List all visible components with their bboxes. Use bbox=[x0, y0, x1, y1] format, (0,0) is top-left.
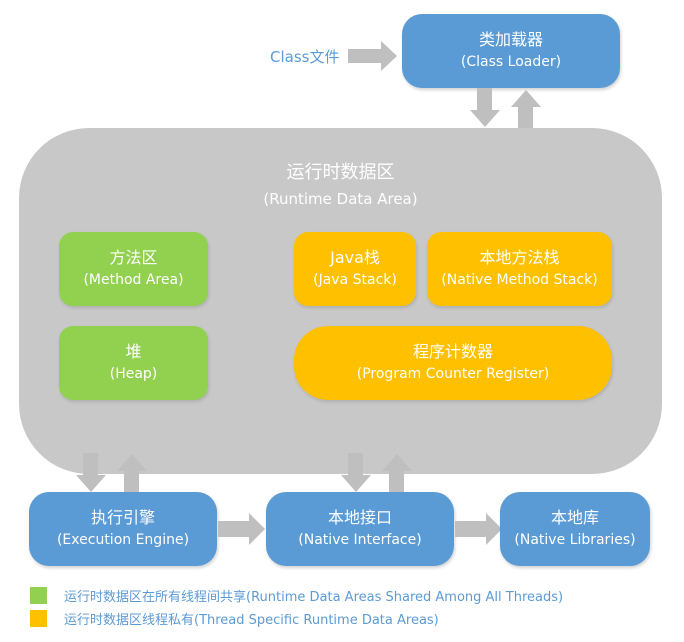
arrow-right-icon bbox=[348, 41, 397, 71]
heap-box: 堆 (Heap) bbox=[59, 326, 208, 400]
class-loader-zh: 类加载器 bbox=[478, 30, 543, 49]
class-loader-box: 类加载器 (Class Loader) bbox=[402, 14, 620, 88]
arrow-down-icon bbox=[76, 453, 106, 492]
native-method-stack-zh: 本地方法栈 bbox=[479, 248, 560, 267]
method-area-en: (Method Area) bbox=[83, 272, 184, 288]
native-method-stack-box: 本地方法栈 (Native Method Stack) bbox=[427, 232, 612, 306]
execution-engine-zh: 执行引擎 bbox=[90, 508, 155, 527]
native-libraries-box: 本地库 (Native Libraries) bbox=[500, 492, 650, 566]
arrow-up-icon bbox=[382, 454, 412, 493]
execution-engine-box: 执行引擎 (Execution Engine) bbox=[29, 492, 217, 566]
heap-zh: 堆 bbox=[125, 342, 142, 361]
native-interface-en: (Native Interface) bbox=[298, 532, 422, 548]
class-loader-en: (Class Loader) bbox=[460, 54, 562, 70]
heap-en: (Heap) bbox=[109, 366, 158, 382]
java-stack-en: (Java Stack) bbox=[313, 272, 397, 288]
legend-text-shared: 运行时数据区在所有线程间共享(Runtime Data Areas Shared… bbox=[64, 590, 564, 605]
execution-engine-en: (Execution Engine) bbox=[56, 532, 190, 548]
runtime-data-area-zh: 运行时数据区 bbox=[286, 162, 395, 183]
native-method-stack-en: (Native Method Stack) bbox=[441, 272, 598, 288]
legend-item-shared: 运行时数据区在所有线程间共享(Runtime Data Areas Shared… bbox=[30, 586, 563, 605]
java-stack-box: Java栈 (Java Stack) bbox=[294, 232, 416, 306]
native-interface-box: 本地接口 (Native Interface) bbox=[266, 492, 454, 566]
native-interface-zh: 本地接口 bbox=[327, 508, 392, 527]
program-counter-en: (Program Counter Register) bbox=[356, 366, 550, 382]
arrow-up-icon bbox=[117, 454, 147, 493]
program-counter-box: 程序计数器 (Program Counter Register) bbox=[294, 326, 612, 400]
arrow-down-icon bbox=[341, 453, 371, 492]
method-area-box: 方法区 (Method Area) bbox=[59, 232, 208, 306]
native-libraries-zh: 本地库 bbox=[550, 508, 599, 527]
legend-item-thread: 运行时数据区线程私有(Thread Specific Runtime Data … bbox=[30, 609, 439, 628]
legend-swatch-green bbox=[30, 587, 47, 604]
arrow-up-icon bbox=[511, 90, 541, 129]
class-file-label: Class文件 bbox=[270, 48, 340, 66]
arrow-right-icon bbox=[455, 513, 502, 545]
method-area-zh: 方法区 bbox=[109, 248, 158, 267]
runtime-data-area-en: (Runtime Data Area) bbox=[263, 190, 418, 208]
legend-swatch-orange bbox=[30, 610, 47, 627]
program-counter-zh: 程序计数器 bbox=[412, 342, 493, 361]
native-libraries-en: (Native Libraries) bbox=[514, 532, 636, 548]
legend-text-thread: 运行时数据区线程私有(Thread Specific Runtime Data … bbox=[64, 613, 439, 628]
java-stack-zh: Java栈 bbox=[330, 248, 380, 267]
arrow-right-icon bbox=[218, 513, 265, 545]
arrow-down-icon bbox=[470, 88, 500, 127]
